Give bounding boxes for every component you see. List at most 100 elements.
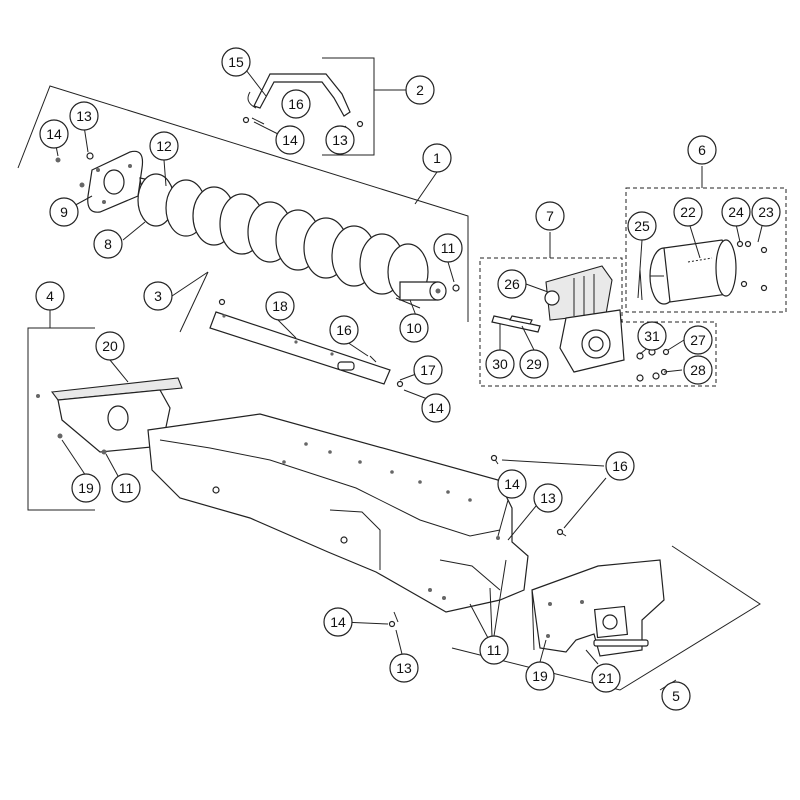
callout-11-auger: 11 <box>433 233 463 263</box>
callout-13-d-label: 13 <box>396 660 412 676</box>
callout-10: 10 <box>399 313 429 343</box>
callout-5: 5 <box>661 681 691 711</box>
bracket-2 <box>322 57 375 156</box>
callout-16-a: 16 <box>281 89 311 119</box>
callout-13-d: 13 <box>389 653 419 683</box>
callout-7-label: 7 <box>546 208 554 224</box>
callout-31: 31 <box>637 321 667 351</box>
cover-plate <box>209 298 404 388</box>
callout-21-label: 21 <box>598 670 614 686</box>
callout-6: 6 <box>687 135 717 165</box>
flange-plate <box>87 150 144 213</box>
callout-17-label: 17 <box>420 362 436 378</box>
callout-14-e: 14 <box>323 607 353 637</box>
callout-5-label: 5 <box>672 688 680 704</box>
callout-16-c: 16 <box>605 451 635 481</box>
callout-1: 1 <box>422 143 452 173</box>
callout-11-hopper: 11 <box>111 473 141 503</box>
callout-19-b-label: 19 <box>532 668 548 684</box>
callout-16-b: 16 <box>329 315 359 345</box>
motor <box>639 239 768 305</box>
callout-11-frame: 11 <box>479 635 509 665</box>
callout-4: 4 <box>35 281 65 311</box>
callout-1-label: 1 <box>433 150 441 166</box>
callout-22-label: 22 <box>680 204 696 220</box>
auger-flighting <box>137 173 447 309</box>
bracket-auger <box>17 85 469 322</box>
callout-26: 26 <box>497 269 527 299</box>
small-hardware <box>55 152 460 292</box>
callout-13-c-label: 13 <box>540 490 556 506</box>
callout-27-label: 27 <box>690 332 706 348</box>
callout-31-label: 31 <box>644 328 660 344</box>
callout-25-label: 25 <box>634 218 650 234</box>
guard-handle <box>242 73 364 128</box>
callout-7: 7 <box>535 201 565 231</box>
callout-4-label: 4 <box>46 288 54 304</box>
callout-29-label: 29 <box>526 356 542 372</box>
discharge-bracket <box>531 559 665 657</box>
bracket-3 <box>179 271 209 333</box>
callout-13-a: 13 <box>69 101 99 131</box>
bracket-4 <box>27 327 95 511</box>
callout-2-label: 2 <box>416 82 424 98</box>
callout-26-label: 26 <box>504 276 520 292</box>
callout-8: 8 <box>93 229 123 259</box>
callout-14-a: 14 <box>39 119 69 149</box>
callout-23: 23 <box>751 197 781 227</box>
callout-3-label: 3 <box>154 288 162 304</box>
callout-16-c-label: 16 <box>612 458 628 474</box>
callout-18: 18 <box>265 291 295 321</box>
callout-25: 25 <box>627 211 657 241</box>
callout-28-label: 28 <box>690 362 706 378</box>
callout-30: 30 <box>485 349 515 379</box>
auger-assembly <box>55 150 460 309</box>
callout-24: 24 <box>721 197 751 227</box>
callout-9: 9 <box>49 197 79 227</box>
callout-12: 12 <box>149 131 179 161</box>
callout-27: 27 <box>683 325 713 355</box>
callout-11-hopper-label: 11 <box>119 480 134 496</box>
callout-6-label: 6 <box>698 142 706 158</box>
callout-9-label: 9 <box>60 204 68 220</box>
callout-19-b: 19 <box>525 661 555 691</box>
main-frame <box>147 413 529 639</box>
callout-30-label: 30 <box>492 356 508 372</box>
callout-13-b: 13 <box>325 125 355 155</box>
callout-14-c: 14 <box>421 393 451 423</box>
pin <box>395 297 421 309</box>
callout-2: 2 <box>405 75 435 105</box>
hopper-end <box>36 377 183 455</box>
gearbox <box>491 265 670 382</box>
callout-16-a-label: 16 <box>288 96 304 112</box>
callout-14-d-label: 14 <box>504 476 520 492</box>
callout-19-a: 19 <box>71 473 101 503</box>
callout-23-label: 23 <box>758 204 774 220</box>
callout-11-auger-label: 11 <box>441 240 456 256</box>
callout-22: 22 <box>673 197 703 227</box>
box-motor <box>625 187 787 313</box>
box-gearbox <box>479 257 717 387</box>
callout-18-label: 18 <box>272 298 288 314</box>
callout-15-label: 15 <box>228 54 244 70</box>
callout-14-a-label: 14 <box>46 126 62 142</box>
callout-8-label: 8 <box>104 236 112 252</box>
callout-14-b: 14 <box>275 125 305 155</box>
callout-14-d: 14 <box>497 469 527 499</box>
callout-10-label: 10 <box>406 320 422 336</box>
callout-16-b-label: 16 <box>336 322 352 338</box>
callout-15: 15 <box>221 47 251 77</box>
callout-3: 3 <box>143 281 173 311</box>
callout-11-frame-label: 11 <box>487 642 502 658</box>
callout-28: 28 <box>683 355 713 385</box>
callout-19-a-label: 19 <box>78 480 94 496</box>
callout-13-a-label: 13 <box>76 108 92 124</box>
callout-14-c-label: 14 <box>428 400 444 416</box>
leader-1 <box>414 171 438 205</box>
callout-12-label: 12 <box>156 138 172 154</box>
callout-21: 21 <box>591 663 621 693</box>
loose-fasteners <box>388 454 607 628</box>
callout-13-b-label: 13 <box>332 132 348 148</box>
